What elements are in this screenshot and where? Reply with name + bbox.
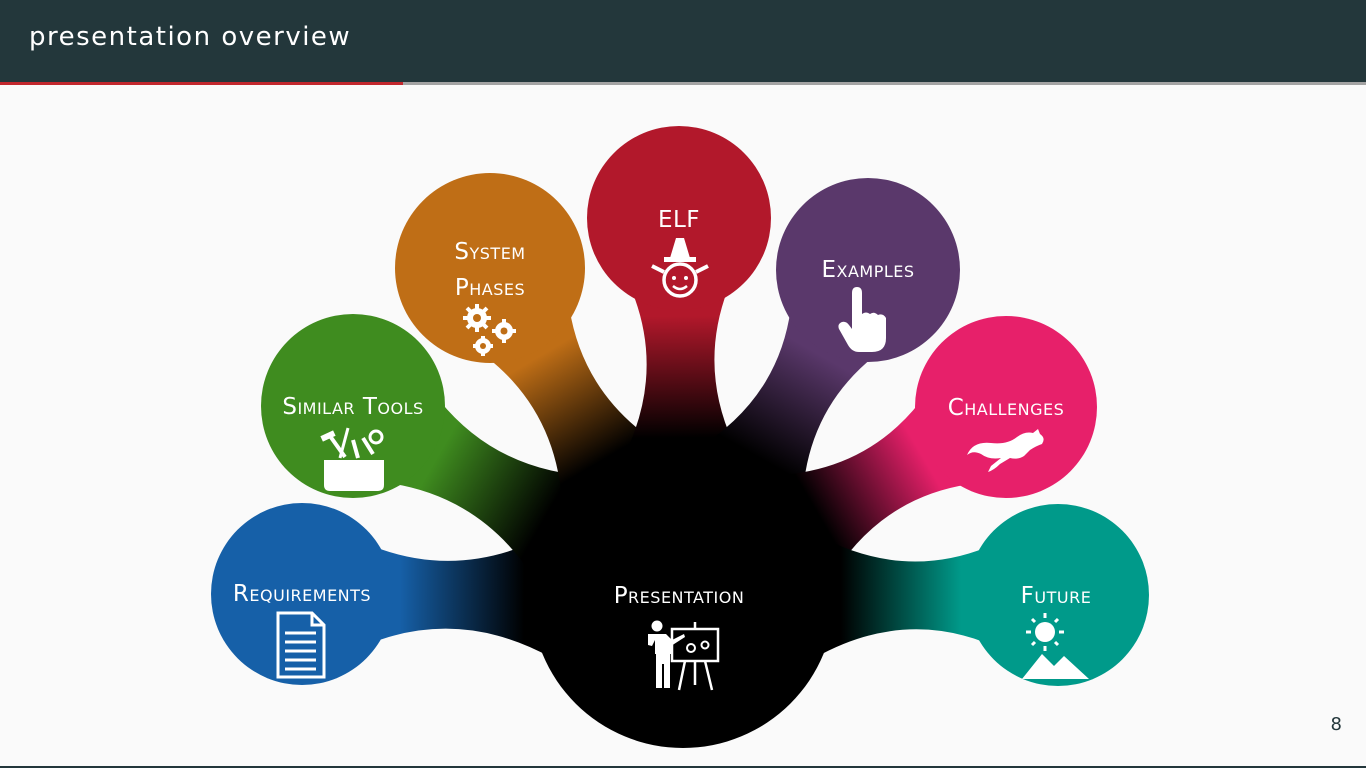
bottom-border	[0, 766, 1366, 768]
toolbox-icon	[320, 427, 384, 491]
header-bar: presentation overview	[0, 0, 1366, 82]
node-similar-tools: Similar Tools	[261, 314, 445, 498]
squirrel-icon	[967, 429, 1044, 472]
connector-elf	[619, 289, 744, 465]
elf-face-icon	[651, 238, 709, 298]
page-number: 8	[1330, 714, 1342, 735]
node-elf-label: ELF	[658, 207, 700, 233]
node-challenges-label: Challenges	[948, 395, 1065, 421]
node-future-label: Future	[1021, 583, 1092, 609]
node-similar-tools-label: Similar Tools	[282, 394, 423, 420]
document-icon	[276, 611, 326, 679]
node-future: Future	[967, 504, 1149, 686]
node-requirements: Requirements	[211, 503, 393, 685]
slide-title: presentation overview	[29, 22, 352, 52]
gears-icon	[463, 304, 516, 356]
presenter-board-icon	[648, 620, 720, 691]
progress-fill	[0, 82, 403, 85]
connector-requirements	[372, 533, 552, 658]
node-examples-label: Examples	[821, 257, 914, 283]
node-system-phases: System Phases	[395, 173, 585, 363]
node-elf: ELF	[587, 126, 771, 310]
node-system-phases-label-line2: Phases	[455, 275, 525, 301]
node-examples: Examples	[776, 178, 960, 362]
pointing-hand-icon	[838, 287, 886, 352]
progress-bar	[0, 82, 1366, 85]
node-system-phases-label-line1: System	[454, 239, 525, 265]
node-requirements-label: Requirements	[233, 581, 371, 607]
center-node-label: Presentation	[614, 583, 745, 609]
sun-mountains-icon	[1022, 613, 1089, 679]
connector-future	[814, 533, 988, 658]
center-node: Presentation	[531, 444, 835, 748]
node-challenges: Challenges	[915, 316, 1097, 498]
